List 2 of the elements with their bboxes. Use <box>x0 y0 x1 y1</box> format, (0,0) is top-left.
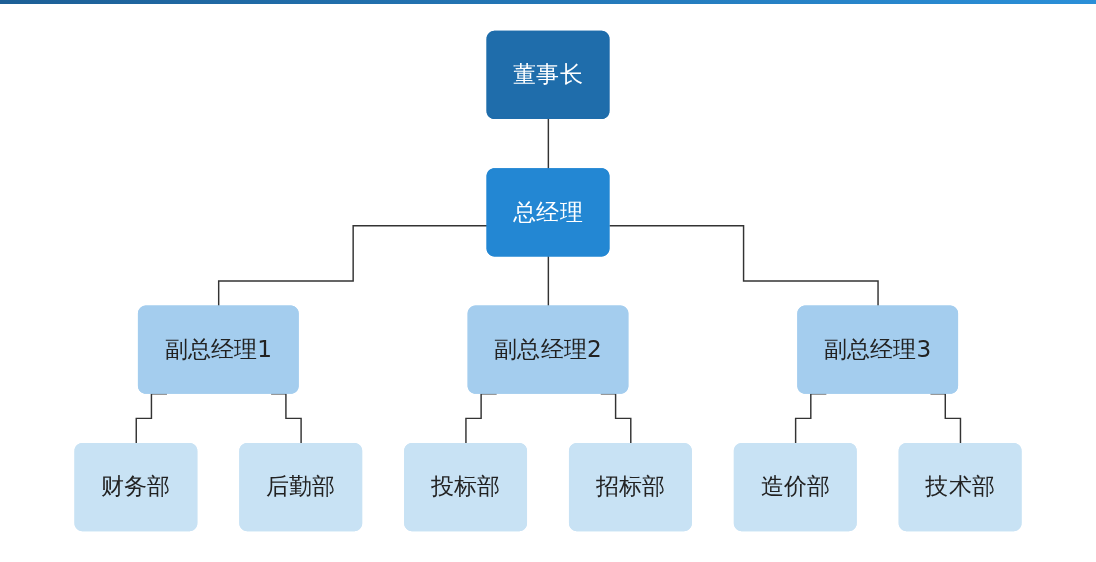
connector <box>608 224 880 308</box>
connector <box>547 255 550 308</box>
